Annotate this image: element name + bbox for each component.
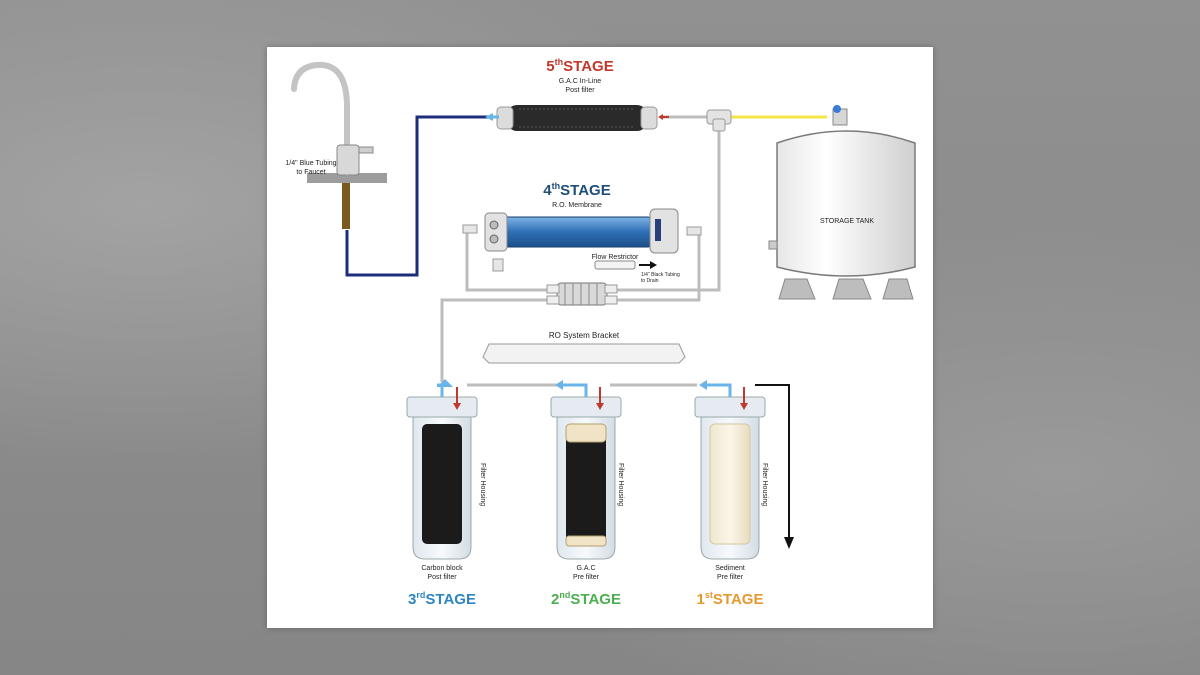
stage3-number: 3 <box>408 591 416 608</box>
stage5-desc2: Post filter <box>565 87 595 94</box>
faucet-label-line1: 1/4" Blue Tubing <box>285 160 336 167</box>
stage5-desc1: G.A.C In-Line <box>559 78 602 85</box>
tee-fitting <box>706 109 732 132</box>
storage-tank: STORAGE TANK <box>768 105 916 300</box>
svg-text:4thSTAGE: 4thSTAGE <box>543 181 610 199</box>
flow-restrictor-label: Flow Restrictor <box>592 254 639 261</box>
svg-text:2ndSTAGE: 2ndSTAGE <box>551 590 621 608</box>
stage3-out-arrow-icon <box>437 379 453 387</box>
faucet-spout <box>291 61 350 176</box>
countertop <box>307 173 387 183</box>
stage1-suffix: st <box>705 590 713 600</box>
ro-membrane-housing <box>462 208 702 254</box>
ro-system-diagram: 1/4" Blue Tubing to Faucet 5thSTAGE G.A.… <box>267 47 933 628</box>
stage2-suffix: nd <box>559 590 570 600</box>
drain-label-line2: to Drain <box>641 278 659 284</box>
bracket-label: RO System Bracket <box>549 331 620 340</box>
stage2-desc1: G.A.C <box>576 565 595 572</box>
stage1-desc1: Sediment <box>715 565 745 572</box>
stage2-in-arrow-icon <box>596 403 604 410</box>
stage4-desc1: R.O. Membrane <box>552 202 602 209</box>
stage4-suffix: th <box>552 181 561 191</box>
stage5-suffix: th <box>555 57 564 67</box>
stage4-word: STAGE <box>560 182 611 199</box>
stage2-out-arrow-icon <box>555 380 563 390</box>
inline-postfilter <box>485 105 669 131</box>
drain-direction-icon <box>650 261 657 269</box>
stage3-housing: Filter Housing Carbon block Post filter … <box>406 379 486 608</box>
drain-arrow-icon <box>784 537 794 549</box>
drain-flow-line <box>755 384 790 543</box>
faucet: 1/4" Blue Tubing to Faucet <box>285 61 387 229</box>
gray-tube-to-stage3 <box>440 298 547 382</box>
stage3-word: STAGE <box>425 591 476 608</box>
tank-label: STORAGE TANK <box>820 218 874 225</box>
svg-text:1stSTAGE: 1stSTAGE <box>697 590 764 608</box>
stage1-housing-label: Filter Housing <box>761 463 768 506</box>
stage1-word: STAGE <box>713 591 764 608</box>
stage4: 4thSTAGE R.O. Membrane Flow Restrictor 1… <box>462 181 702 306</box>
stage3-desc2: Post filter <box>427 574 457 581</box>
tank-valve-icon <box>833 105 841 113</box>
faucet-shank <box>342 183 350 229</box>
gray-tube-tee-down <box>610 127 721 292</box>
inflow-arrow-icon <box>658 114 663 120</box>
stage1-desc2: Pre filter <box>717 574 744 581</box>
stage3-suffix: rd <box>416 590 425 600</box>
stage4-number: 4 <box>543 182 552 199</box>
stage2-housing: Filter Housing G.A.C Pre filter 2ndSTAGE <box>550 380 624 608</box>
stage1-housing: Filter Housing Sediment Pre filter 1stST… <box>694 380 768 608</box>
check-valve-assembly <box>546 282 618 306</box>
svg-text:5thSTAGE: 5thSTAGE <box>546 57 613 75</box>
stage2-housing-label: Filter Housing <box>617 463 624 506</box>
blue-faucet-tubing <box>345 115 492 277</box>
faucet-label-line2: to Faucet <box>296 169 325 176</box>
stage5-word: STAGE <box>563 58 614 75</box>
outflow-arrow-icon <box>485 113 493 121</box>
diagram-canvas: 1/4" Blue Tubing to Faucet 5thSTAGE G.A.… <box>285 57 916 608</box>
faucet-handle <box>358 146 374 154</box>
stage5: 5thSTAGE G.A.C In-Line Post filter <box>485 57 732 132</box>
tubing <box>345 115 827 549</box>
stage1-number: 1 <box>697 591 705 608</box>
stage3-desc1: Carbon block <box>421 565 463 572</box>
drain-label-line1: 1/4" Black Tubing <box>641 272 680 278</box>
stage1-out-arrow-icon <box>699 380 707 390</box>
stage1-in-arrow-icon <box>740 403 748 410</box>
svg-text:3rdSTAGE: 3rdSTAGE <box>408 590 476 608</box>
stage3-housing-label: Filter Housing <box>479 463 486 506</box>
flow-restrictor: Flow Restrictor 1/4" Black Tubing to Dra… <box>492 254 680 284</box>
stage3-in-arrow-icon <box>453 403 461 410</box>
stage2-number: 2 <box>551 591 559 608</box>
ro-system-bracket: RO System Bracket <box>482 331 686 364</box>
stage2-word: STAGE <box>570 591 621 608</box>
stage5-number: 5 <box>546 58 554 75</box>
stage2-desc2: Pre filter <box>573 574 600 581</box>
